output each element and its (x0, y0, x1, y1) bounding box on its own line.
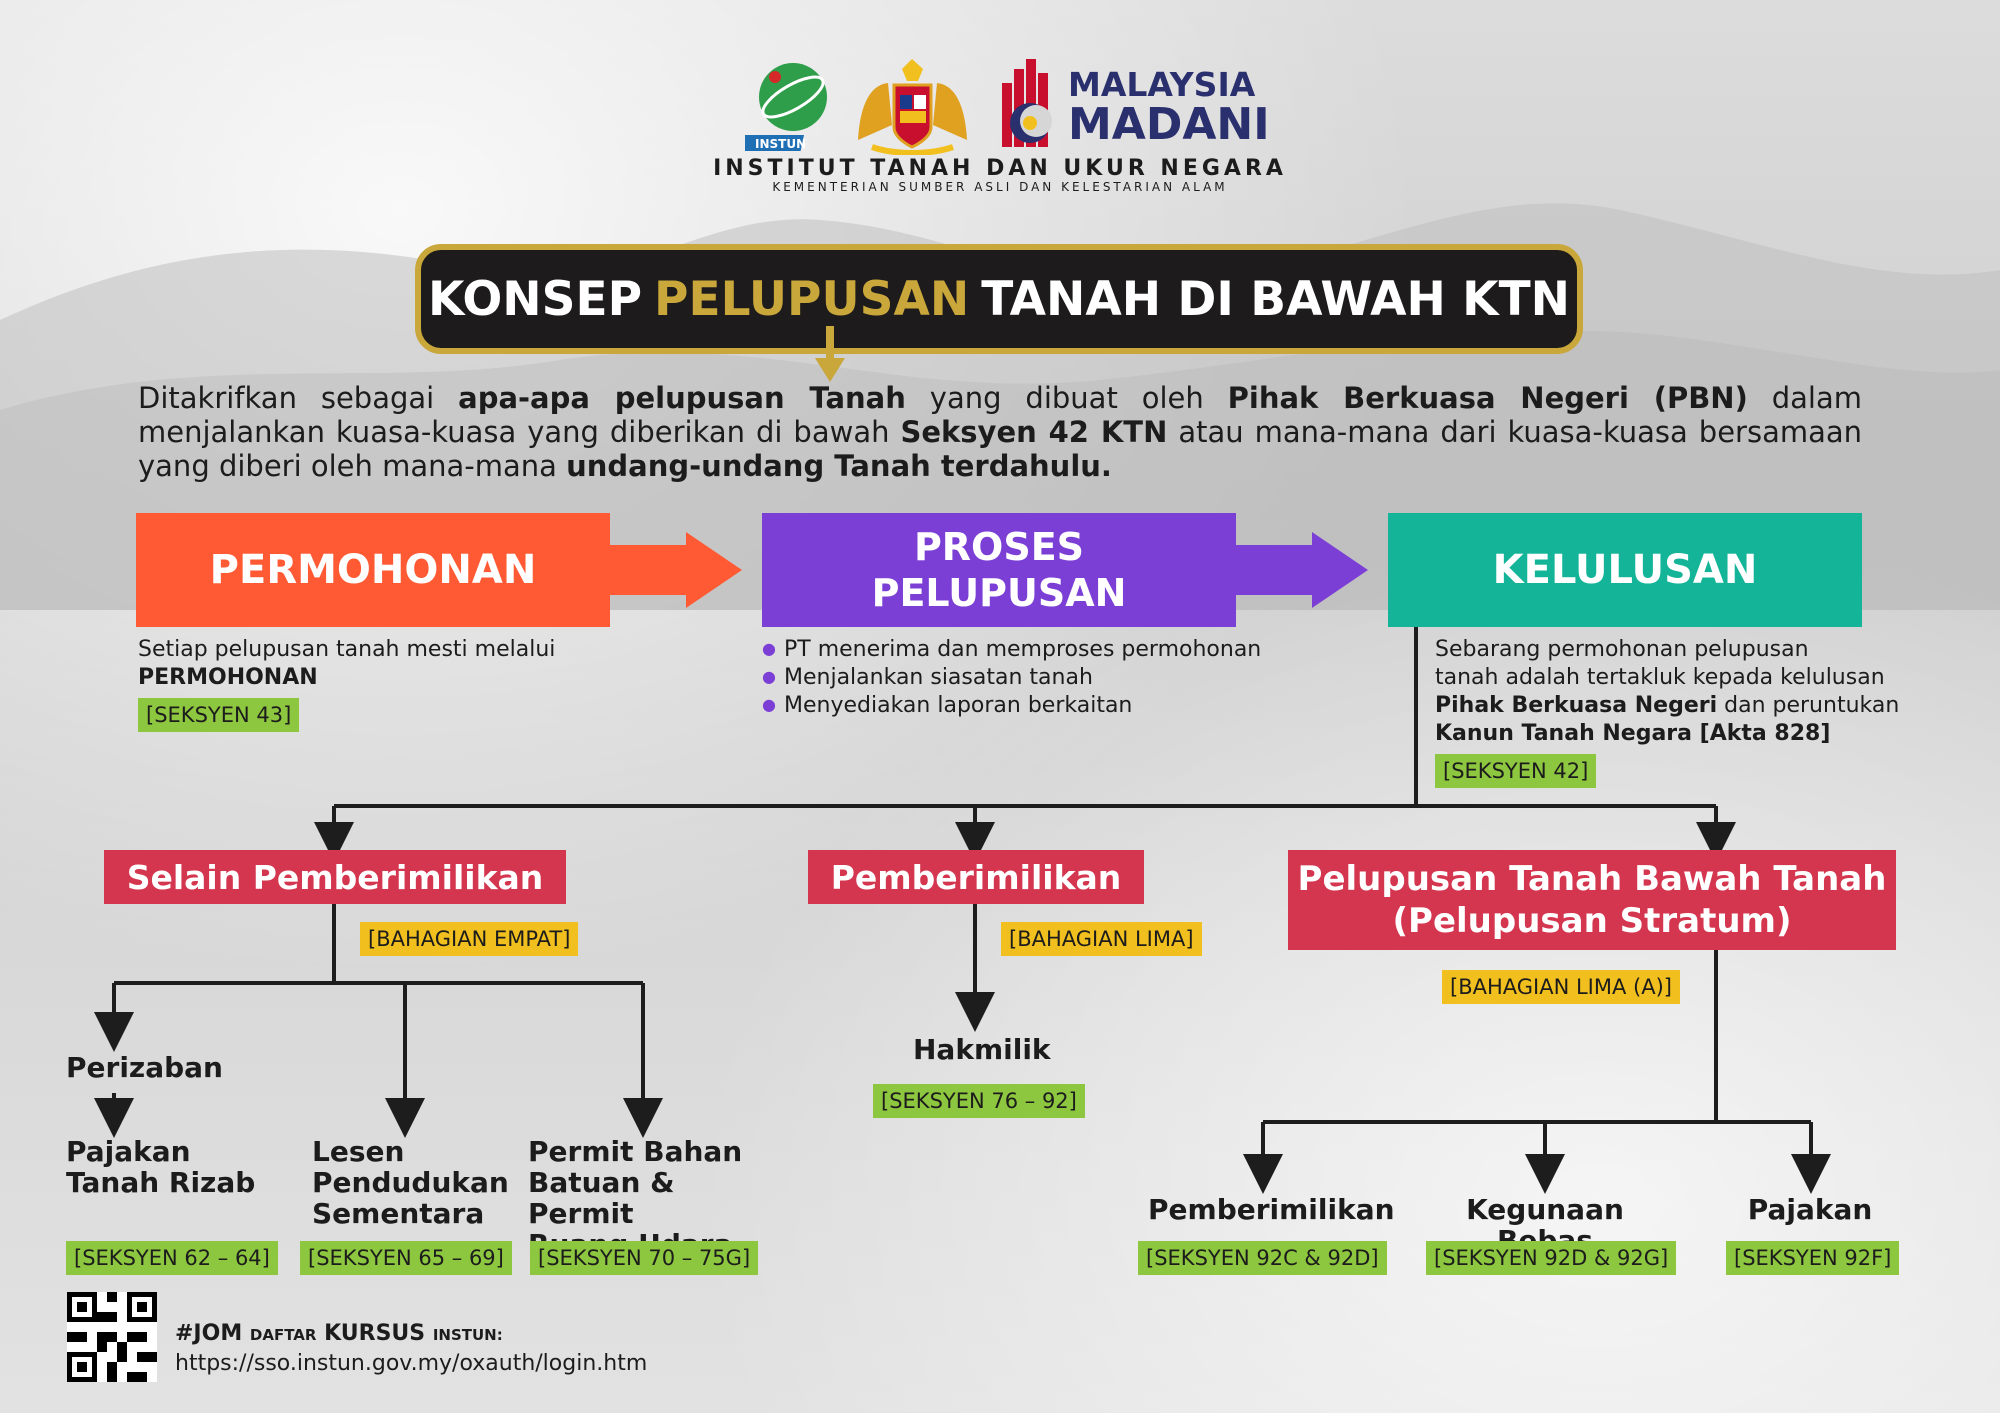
madani-line1: MALAYSIA (1068, 65, 1256, 104)
coat-of-arms-logo (850, 55, 975, 156)
proses-bullet: PT menerima dan memproses permohonan (762, 635, 1322, 664)
malaysia-madani-logo: MALAYSIA MADANI (1000, 55, 1270, 155)
tag-seksyen-42: [SEKSYEN 42] (1435, 754, 1597, 788)
tag-bahagian-empat: [BAHAGIAN EMPAT] (360, 922, 579, 956)
footer-url-link[interactable]: https://sso.instun.gov.my/oxauth/login.h… (175, 1351, 648, 1376)
selain-pemberimilikan-box: Selain Pemberimilikan (104, 850, 566, 904)
perizaban-label: Perizaban (66, 1051, 223, 1084)
org-subtitle: KEMENTERIAN SUMBER ASLI DAN KELESTARIAN … (772, 180, 1228, 194)
leaf-stratum-pemberimilikan: Pemberimilikan (1148, 1193, 1395, 1226)
title-part2: TANAH DI BAWAH KTN (981, 271, 1570, 327)
arrow-to-proses (608, 532, 742, 608)
kelulusan-description: Sebarang permohonan pelupusan tanah adal… (1435, 636, 1955, 788)
madani-line2: MADANI (1068, 99, 1270, 150)
tag-bahagian-lima: [BAHAGIAN LIMA] (1001, 922, 1202, 956)
permohonan-box: PERMOHONAN (136, 513, 610, 627)
qr-code[interactable] (67, 1292, 157, 1382)
tag-seksyen-92f: [SEKSYEN 92F] (1726, 1241, 1900, 1275)
title-part1: KONSEP (428, 271, 643, 327)
definition-text: Ditakrifkan sebagai apa-apa pelupusan Ta… (138, 381, 1863, 483)
title-highlight: PELUPUSAN (654, 271, 970, 327)
pelupusan-stratum-box: Pelupusan Tanah Bawah Tanah (Pelupusan S… (1288, 850, 1896, 950)
proses-bullet: Menyediakan laporan berkaitan (762, 691, 1322, 720)
title-pointer-arrow (815, 326, 845, 382)
tag-bahagian-lima-a: [BAHAGIAN LIMA (A)] (1442, 970, 1680, 1004)
tag-seksyen-62-64: [SEKSYEN 62 – 64] (66, 1241, 278, 1275)
leaf-pajakan-tanah-rizab: Pajakan Tanah Rizab (66, 1135, 256, 1199)
tag-seksyen-76-92: [SEKSYEN 76 – 92] (873, 1084, 1085, 1118)
proses-bullet: Menjalankan siasatan tanah (762, 663, 1322, 692)
proses-pelupusan-box: PROSES PELUPUSAN (762, 513, 1236, 627)
leaf-hakmilik: Hakmilik (913, 1033, 1051, 1066)
tag-seksyen-65-69: [SEKSYEN 65 – 69] (300, 1241, 512, 1275)
leaf-kegunaan-bebas: Kegunaan Bebas (1466, 1193, 1624, 1256)
footer-cta: #JOM DAFTAR KURSUS INSTUN: (175, 1321, 503, 1346)
page-title: KONSEP PELUPUSAN TANAH DI BAWAH KTN (415, 244, 1583, 354)
proses-description: PT menerima dan memproses permohonan Men… (762, 635, 1322, 720)
tag-seksyen-70-75g: [SEKSYEN 70 – 75G] (530, 1241, 759, 1275)
permohonan-description: Setiap pelupusan tanah mesti melalui PER… (138, 636, 608, 732)
tag-seksyen-92c-92d: [SEKSYEN 92C & 92D] (1138, 1241, 1387, 1275)
arrow-to-kelulusan (1234, 532, 1368, 608)
pemberimilikan-box: Pemberimilikan (808, 850, 1144, 904)
leaf-pajakan: Pajakan (1747, 1193, 1873, 1226)
tag-seksyen-92d-92g: [SEKSYEN 92D & 92G] (1426, 1241, 1677, 1275)
svg-text:INSTUN: INSTUN (755, 137, 806, 151)
org-name: INSTITUT TANAH DAN UKUR NEGARA (713, 156, 1287, 181)
leaf-lesen-pendudukan-sementara: Lesen Pendudukan Sementara (312, 1135, 509, 1230)
kelulusan-box: KELULUSAN (1388, 513, 1862, 627)
instun-logo: INSTUN (726, 55, 835, 155)
tag-seksyen-43: [SEKSYEN 43] (138, 698, 300, 732)
